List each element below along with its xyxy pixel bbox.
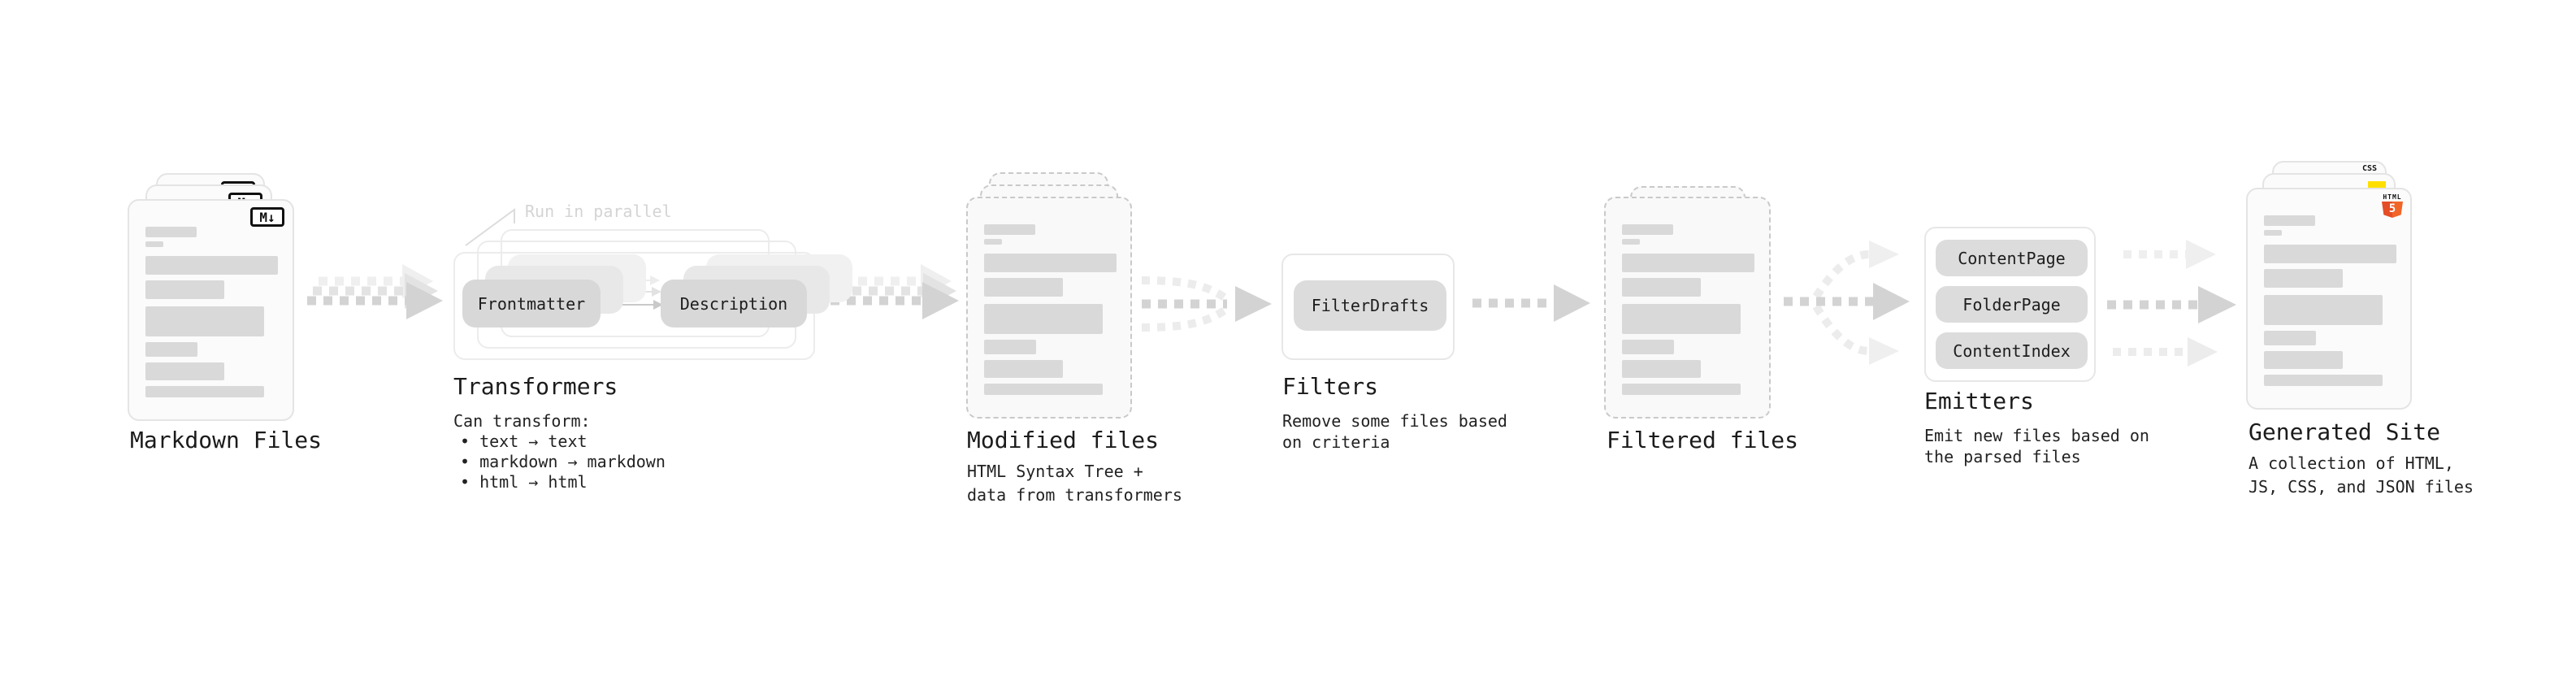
transformers-bullet: • html → html — [460, 472, 588, 492]
emitters-label: Emitters — [1924, 388, 2034, 414]
modified-files-label: Modified files — [967, 427, 1160, 453]
doc-text-bar — [2264, 351, 2343, 369]
arrow-modified-to-filters — [1141, 276, 1272, 332]
doc-text-bar — [145, 342, 197, 357]
doc-text-bar — [1622, 254, 1754, 272]
doc-text-bar — [145, 227, 197, 237]
frontmatter-box: Frontmatter — [462, 280, 601, 327]
run-in-parallel-note: Run in parallel — [525, 202, 672, 221]
doc-text-bar — [2264, 269, 2343, 288]
transformers-bullet: • text → text — [460, 432, 588, 451]
emitters-frame: ContentPage FolderPage ContentIndex — [1924, 227, 2096, 382]
contentindex-box: ContentIndex — [1936, 332, 2088, 369]
doc-text-bar — [1622, 360, 1701, 378]
markdown-files-node: M↓ M↓ M↓ — [128, 173, 355, 466]
doc-text-bar — [2264, 331, 2316, 345]
arrow-transformers-to-modified — [830, 264, 959, 319]
modified-file-card-front — [966, 197, 1132, 419]
doc-text-bar — [1622, 278, 1701, 297]
transformers-label: Transformers — [453, 373, 618, 400]
doc-text-bar — [145, 386, 264, 397]
doc-text-bar — [145, 241, 163, 247]
doc-text-bar — [984, 340, 1036, 354]
doc-text-bar — [2264, 215, 2315, 226]
filterdrafts-box: FilterDrafts — [1294, 280, 1446, 331]
transformers-subtitle: Can transform: — [453, 411, 591, 431]
doc-text-bar — [2264, 375, 2383, 386]
javascript-icon — [2368, 181, 2386, 190]
doc-text-bar — [1622, 384, 1741, 395]
generated-site-node: CSS HTML 5 — [2246, 161, 2474, 453]
filters-description: Remove some files based — [1282, 411, 1507, 431]
filters-description: on criteria — [1282, 432, 1390, 452]
doc-text-bar — [984, 304, 1103, 334]
generated-site-description: A collection of HTML, — [2249, 453, 2454, 473]
modified-files-description: HTML Syntax Tree + — [967, 462, 1143, 481]
run-in-parallel-leader-line — [465, 208, 515, 246]
doc-text-bar — [145, 362, 224, 380]
doc-text-bar — [1622, 304, 1741, 334]
filtered-files-node — [1604, 186, 1832, 479]
doc-text-bar — [145, 256, 278, 275]
emitters-description: Emit new files based on — [1924, 426, 2149, 445]
filters-label: Filters — [1282, 373, 1379, 400]
html5-icon: HTML 5 — [2381, 193, 2404, 218]
description-box: Description — [661, 280, 807, 327]
folderpage-box: FolderPage — [1936, 286, 2088, 323]
arrow-markdown-to-transformers — [307, 264, 443, 319]
arrow-filtered-to-emitters — [1784, 241, 1910, 365]
markdown-files-label: Markdown Files — [130, 427, 323, 453]
filtered-file-card-front — [1604, 197, 1771, 419]
filters-frame: FilterDrafts — [1281, 254, 1455, 360]
arrow-emitters-to-generated — [2107, 240, 2236, 367]
generated-site-label: Generated Site — [2249, 419, 2441, 445]
doc-text-bar — [145, 280, 224, 299]
markdown-file-card-front: M↓ — [128, 199, 294, 421]
doc-text-bar — [984, 239, 1002, 245]
doc-text-bar — [145, 306, 264, 336]
emitters-description: the parsed files — [1924, 447, 2081, 466]
filtered-files-label: Filtered files — [1607, 427, 1799, 453]
html-file-card: HTML 5 — [2246, 188, 2412, 410]
doc-text-bar — [2264, 295, 2383, 325]
doc-text-bar — [2264, 245, 2396, 263]
doc-text-bar — [984, 254, 1117, 272]
contentpage-box: ContentPage — [1936, 240, 2088, 276]
doc-text-bar — [1622, 224, 1673, 235]
transformers-bullet: • markdown → markdown — [460, 452, 666, 471]
doc-text-bar — [1622, 239, 1640, 245]
generated-site-description: JS, CSS, and JSON files — [2249, 477, 2474, 497]
modified-files-description: data from transformers — [967, 485, 1182, 505]
arrow-filters-to-filtered — [1472, 284, 1590, 322]
doc-text-bar — [984, 384, 1103, 395]
doc-text-bar — [984, 224, 1035, 235]
doc-text-bar — [1622, 340, 1674, 354]
modified-files-node — [966, 172, 1194, 465]
doc-text-bar — [2264, 230, 2282, 236]
doc-text-bar — [984, 278, 1063, 297]
doc-text-bar — [984, 360, 1063, 378]
markdown-icon: M↓ — [250, 207, 284, 227]
